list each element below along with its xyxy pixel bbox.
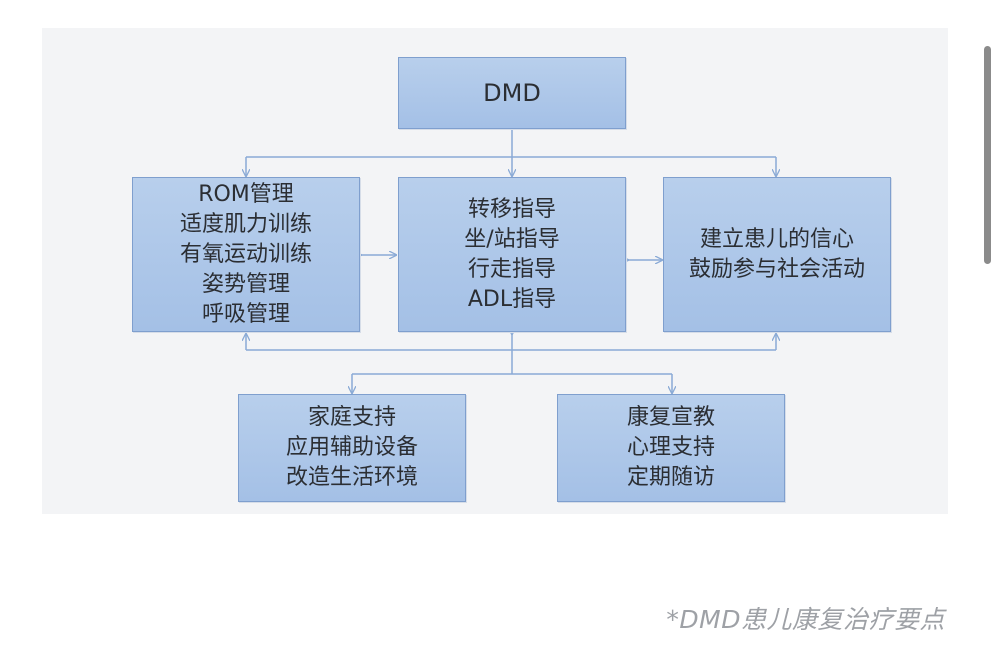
node-line: 有氧运动训练 [179,241,312,267]
node-line: 应用辅助设备 [285,435,418,460]
node-line: 行走指导 [467,256,556,282]
node-dmd: DMD [398,57,626,129]
node-line: 姿势管理 [201,271,290,297]
node-education-followup: 康复宣教 心理支持 定期随访 [557,394,785,502]
node-line: 改造生活环境 [285,465,418,490]
node-line: 鼓励参与社会活动 [688,256,865,282]
node-line: 转移指导 [467,196,556,222]
node-line: 家庭支持 [307,405,396,430]
figure-caption: *DMD患儿康复治疗要点 [666,605,945,634]
node-rehab-training: ROM管理 适度肌力训练 有氧运动训练 姿势管理 呼吸管理 [132,177,360,332]
node-line: 定期随访 [626,465,715,490]
node-line: ADL指导 [467,286,557,312]
node-line: 呼吸管理 [201,301,290,327]
node-line: 康复宣教 [626,405,715,430]
node-dmd-line: DMD [483,79,541,107]
node-mobility-guidance: 转移指导 坐/站指导 行走指导 ADL指导 [398,177,626,332]
node-line: 适度肌力训练 [179,211,312,237]
node-line: 建立患儿的信心 [699,226,854,252]
node-line: 心理支持 [626,435,715,460]
scrollbar-thumb[interactable] [984,46,991,264]
node-line: 坐/站指导 [464,226,560,252]
node-line: ROM管理 [198,181,294,207]
node-family-support: 家庭支持 应用辅助设备 改造生活环境 [238,394,466,502]
node-psychosocial: 建立患儿的信心 鼓励参与社会活动 [663,177,891,332]
